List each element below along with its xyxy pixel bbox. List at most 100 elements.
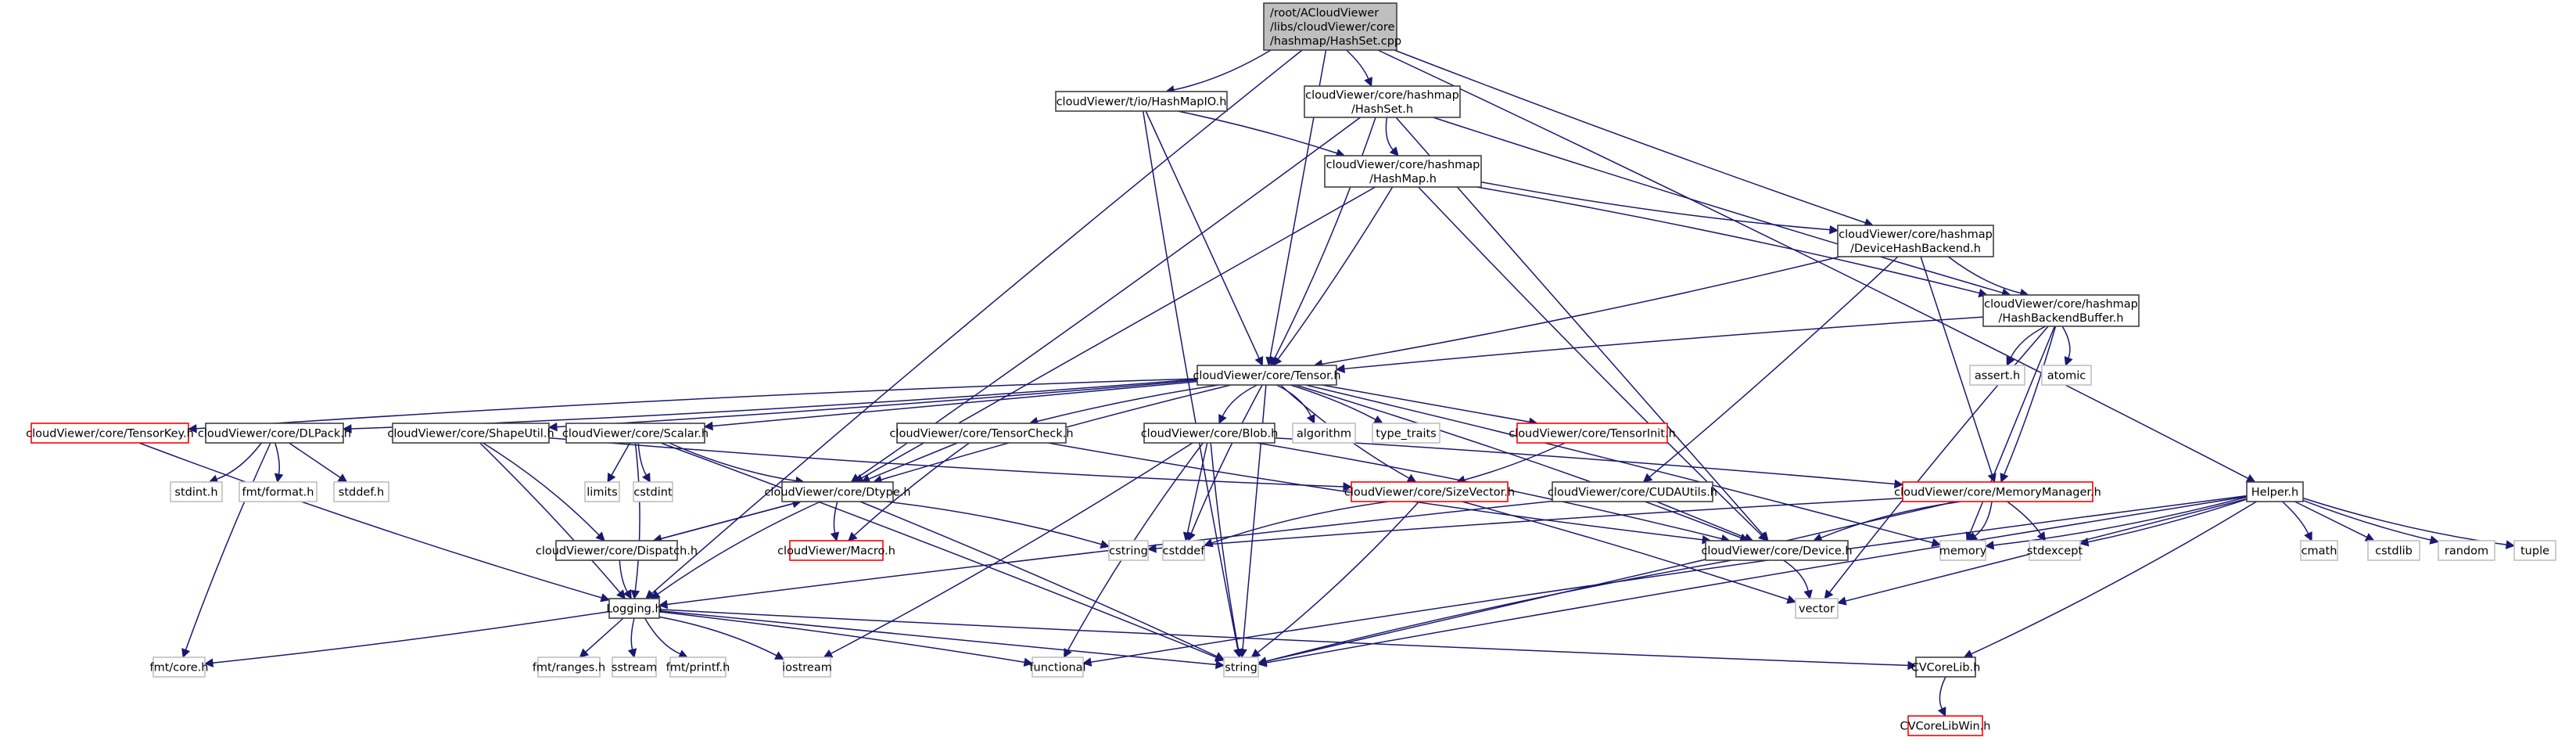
node-cvcorelibwin[interactable]: CVCoreLibWin.h	[1900, 715, 1991, 736]
node-box	[633, 481, 673, 502]
arrowhead-icon	[1642, 473, 1653, 483]
node-label: cstdint	[633, 487, 673, 499]
node-tensorinit[interactable]: cloudViewer/core/TensorInit.h	[1509, 423, 1676, 444]
edge-scalar-to-limits	[607, 442, 631, 483]
node-tensorkey[interactable]: cloudViewer/core/TensorKey.h	[26, 423, 194, 444]
node-dispatch[interactable]: cloudViewer/core/Dispatch.h	[536, 540, 698, 561]
edge-sizevector-to-string	[1250, 501, 1420, 658]
edge-helper-to-random	[2302, 499, 2440, 545]
node-box	[1263, 2, 1397, 51]
node-functional: functional	[1029, 656, 1086, 678]
node-helper[interactable]: Helper.h	[2246, 481, 2304, 502]
arrowhead-icon	[1023, 657, 1034, 667]
edge-line	[1257, 501, 1420, 653]
node-tensor[interactable]: cloudViewer/core/Tensor.h	[1193, 365, 1341, 386]
arrowhead-icon	[2429, 535, 2440, 545]
node-label: stdexcept	[2027, 545, 2083, 558]
edge-line	[274, 442, 280, 475]
edge-line	[1783, 559, 1809, 592]
node-label: iostream	[782, 662, 832, 674]
arrowhead-icon	[1963, 649, 1974, 658]
node-box	[1055, 91, 1228, 112]
node-label: cloudViewer/core/Dispatch.h	[536, 545, 698, 558]
arrowhead-icon	[274, 473, 284, 484]
node-label: /HashMap.h	[1369, 173, 1437, 185]
arrowhead-icon	[2505, 540, 2516, 549]
edge-tensorkey-to-logging	[138, 442, 611, 603]
edge-tensor-to-cstddef	[1187, 384, 1263, 542]
edge-line	[1993, 496, 2248, 546]
node-label: cloudViewer/core/Scalar.h	[562, 428, 709, 441]
edge-line	[712, 380, 1198, 427]
edge-tensorinit-to-sizevector	[1455, 442, 1566, 484]
node-sizevector[interactable]: cloudViewer/core/SizeVector.h	[1344, 481, 1515, 502]
edge-line	[1377, 49, 2249, 480]
node-box	[1324, 155, 1482, 188]
node-box	[1292, 423, 1356, 444]
edge-root-to-devicehashbackend	[1394, 49, 1874, 228]
edge-root-to-helper	[1377, 49, 2256, 483]
edge-hashmap_h-to-tensor	[1272, 186, 1394, 366]
node-hashset_h[interactable]: cloudViewer/core/hashmap/HashSet.h	[1304, 85, 1461, 118]
node-dtype[interactable]: cloudViewer/core/Dtype.h	[764, 481, 911, 502]
node-cudautils[interactable]: cloudViewer/core/CUDAUtils.h	[1548, 481, 1717, 502]
node-logging[interactable]: Logging.h	[606, 598, 662, 619]
node-device[interactable]: cloudViewer/core/Device.h	[1701, 540, 1853, 561]
arrowhead-icon	[1233, 648, 1243, 659]
node-hashmapio[interactable]: cloudViewer/t/io/HashMapIO.h	[1055, 91, 1228, 112]
arrowhead-icon	[1214, 652, 1225, 660]
node-macro[interactable]: cloudViewer/Macro.h	[777, 540, 895, 561]
arrowhead-icon	[830, 531, 840, 542]
node-box	[1031, 656, 1084, 678]
node-label: type_traits	[1376, 428, 1436, 441]
node-label: memory	[1939, 545, 1987, 558]
arrowhead-icon	[616, 589, 626, 599]
node-box	[1372, 423, 1440, 444]
node-hashbackendbuffer[interactable]: cloudViewer/core/hashmap/HashBackendBuff…	[1982, 294, 2140, 327]
node-memorymanager[interactable]: cloudViewer/core/MemoryManager.h	[1894, 481, 2101, 502]
node-label: CVCoreLib.h	[1911, 662, 1981, 674]
arrowhead-icon	[2304, 531, 2312, 542]
node-type_traits: type_traits	[1372, 423, 1440, 444]
node-box	[789, 540, 884, 561]
node-shapeutil[interactable]: cloudViewer/core/ShapeUtil.h	[387, 423, 554, 444]
edge-line	[1656, 501, 1746, 538]
edge-line	[1037, 384, 1219, 423]
node-label: cloudViewer/core/Blob.h	[1141, 428, 1279, 441]
edge-line	[2007, 501, 2042, 535]
edge-tensorcheck-to-macro	[848, 442, 970, 541]
arrowhead-icon	[1937, 707, 1946, 718]
node-box	[2246, 481, 2304, 502]
edge-line	[1385, 117, 1394, 151]
node-hashmap_h[interactable]: cloudViewer/core/hashmap/HashMap.h	[1324, 155, 1482, 188]
edge-tensor-to-memory	[1305, 384, 1942, 548]
node-cvcorelib[interactable]: CVCoreLib.h	[1911, 656, 1981, 678]
edge-line	[1821, 501, 1961, 538]
edge-line	[1274, 117, 1376, 359]
edge-line	[1265, 559, 1732, 662]
node-scalar[interactable]: cloudViewer/core/Scalar.h	[562, 423, 709, 444]
edge-line	[1394, 49, 1866, 224]
node-box	[2300, 540, 2338, 561]
edge-line	[2302, 499, 2431, 541]
node-label: stddef.h	[339, 487, 384, 499]
node-limits: limits	[584, 481, 620, 502]
edge-line	[885, 501, 1102, 545]
arrowhead-icon	[1146, 544, 1157, 553]
node-cstdlib: cstdlib	[2367, 540, 2420, 561]
arrowhead-icon	[1272, 356, 1283, 366]
node-label: Helper.h	[2251, 487, 2298, 499]
edge-dlpack-to-stddef_h	[289, 442, 348, 483]
node-stdint_h: stdint.h	[170, 481, 223, 502]
node-box	[1351, 481, 1509, 502]
node-devicehashbackend[interactable]: cloudViewer/core/hashmap/DeviceHashBacke…	[1837, 225, 1994, 257]
edge-helper-to-cmath	[2281, 501, 2312, 542]
edge-line	[1920, 256, 1993, 475]
edge-line	[1290, 384, 1376, 420]
node-label: /HashSet.h	[1351, 103, 1413, 116]
edge-line	[1464, 442, 1566, 481]
node-blob[interactable]: cloudViewer/core/Blob.h	[1141, 423, 1279, 444]
arrowhead-icon	[1343, 482, 1353, 491]
node-tensorcheck[interactable]: cloudViewer/core/TensorCheck.h	[889, 423, 1074, 444]
node-dlpack[interactable]: cloudViewer/core/DLPack.h	[198, 423, 351, 444]
